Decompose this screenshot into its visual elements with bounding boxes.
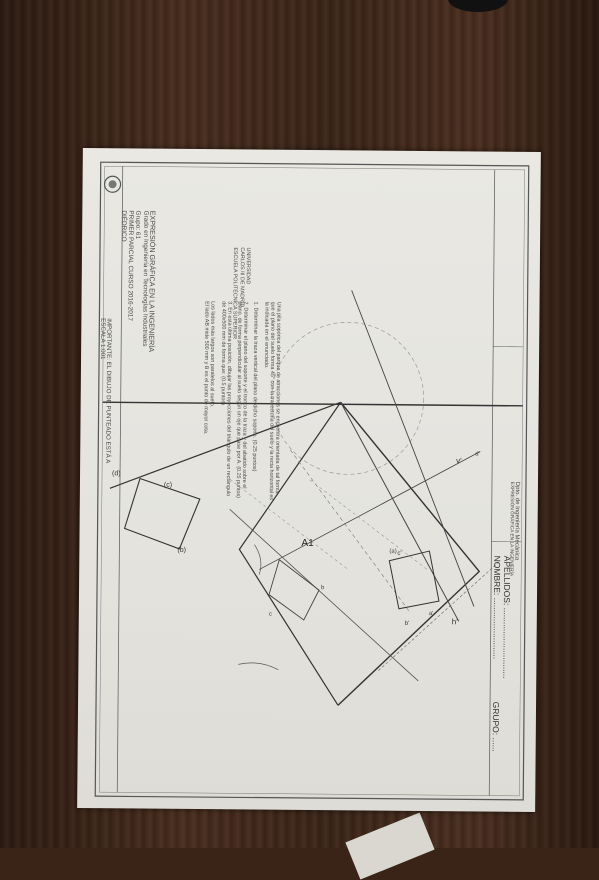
label-small-d: d': [475, 451, 480, 457]
rectangle-abatido: [124, 478, 200, 549]
university-logo-inner: [109, 180, 117, 188]
label-b-paren: (b): [177, 547, 186, 554]
apellidos-field[interactable]: APELLIDOS: .............................…: [502, 556, 512, 679]
label-d: (d): [112, 470, 121, 477]
label-v: v': [456, 456, 462, 465]
problem-statement: Una pila sopórica del parque de atraccio…: [202, 301, 282, 502]
label-small-b: b: [321, 585, 324, 591]
label-small-a-paren: (a): [389, 549, 396, 555]
label-c-paren: (c): [164, 482, 172, 489]
trace-line-4: [259, 450, 480, 572]
rectangle-horizontal: [269, 560, 320, 620]
sheet-border: [95, 162, 529, 800]
label-small-a: a': [429, 611, 434, 617]
label-b: b': [405, 621, 410, 627]
exam-header: EXPRESIÓN GRÁFICA EN LA INGENIERÍA Grado…: [118, 210, 156, 352]
trace-line-2: [339, 402, 461, 621]
label-small-c: c: [269, 612, 272, 618]
trace-line-3: [349, 290, 477, 606]
rectangle-vertical: [389, 551, 440, 609]
label-c: c': [397, 551, 401, 557]
ground-line: [103, 402, 523, 406]
auxiliary-circle: [271, 322, 424, 475]
important-note: IMPORTANTE: EL DIBUJO DE PUNTEADO ESTÁ A…: [98, 318, 112, 468]
label-a1: A1: [301, 538, 313, 549]
grupo-field[interactable]: GRUPO: ......: [491, 702, 500, 752]
label-h: h': [452, 617, 458, 626]
exam-sheet: UNIVERSIDAD CARLOS III DE MADRID ESCUELA…: [77, 148, 541, 812]
diamond-right: [338, 402, 481, 706]
nombre-field[interactable]: NOMBRE: ..........................: [492, 556, 501, 660]
